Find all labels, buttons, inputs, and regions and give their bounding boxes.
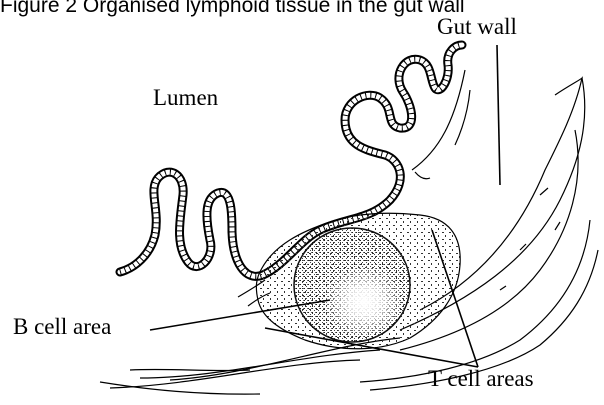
lumen-label: Lumen: [153, 86, 218, 109]
b-cell-area-label: B cell area: [13, 315, 111, 338]
gut-wall-pointer: [497, 45, 500, 185]
b-cell-region: [294, 228, 410, 342]
t-cell-areas-label: T cell areas: [428, 367, 534, 390]
gut-wall-label: Gut wall: [437, 15, 517, 38]
